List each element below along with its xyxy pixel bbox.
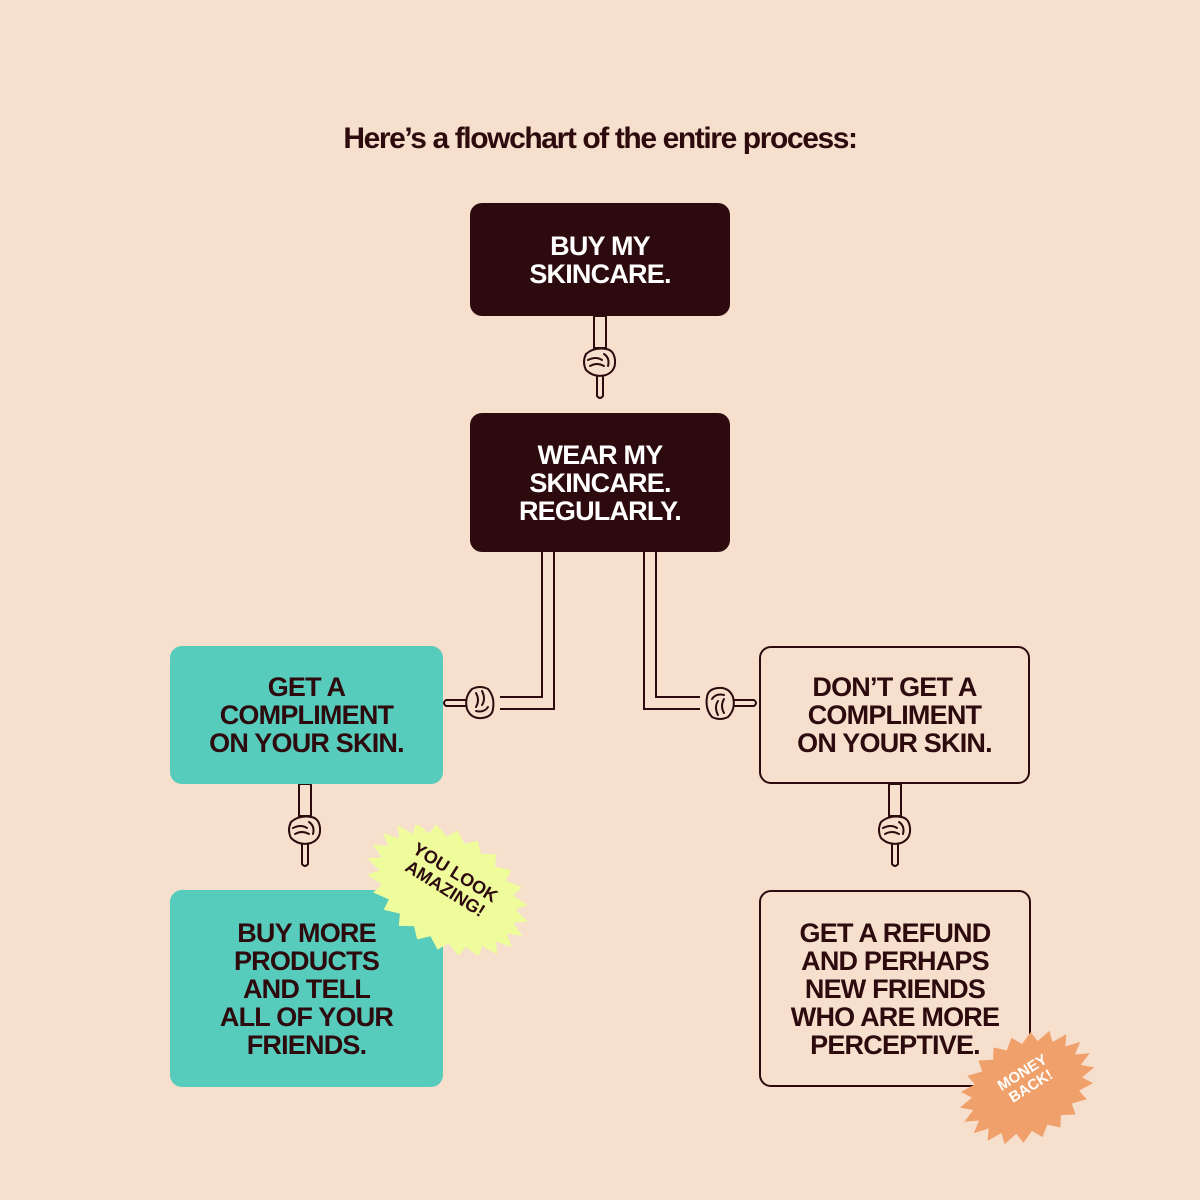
node-get-compliment: GET A COMPLIMENT ON YOUR SKIN. [170, 646, 443, 784]
node-buy-more-products: BUY MORE PRODUCTS AND TELL ALL OF YOUR F… [170, 890, 443, 1087]
starburst-sticker-money-back [959, 1030, 1095, 1145]
node-buy-skincare: BUY MY SKINCARE. [470, 203, 730, 316]
page-title: Here’s a flowchart of the entire process… [343, 122, 858, 155]
connector-compliment-to-buy-more [288, 783, 322, 867]
starburst-sticker-amazing [367, 825, 528, 955]
node-wear-skincare: WEAR MY SKINCARE. REGULARLY. [470, 413, 730, 552]
connector-no-compliment-to-refund [878, 783, 912, 867]
connector-buy-to-wear [583, 315, 617, 399]
node-no-compliment: DON’T GET A COMPLIMENT ON YOUR SKIN. [759, 646, 1030, 784]
node-get-refund: GET A REFUND AND PERHAPS NEW FRIENDS WHO… [759, 890, 1031, 1087]
connector-wear-to-no-compliment [643, 552, 757, 720]
connector-wear-to-compliment [443, 552, 555, 720]
